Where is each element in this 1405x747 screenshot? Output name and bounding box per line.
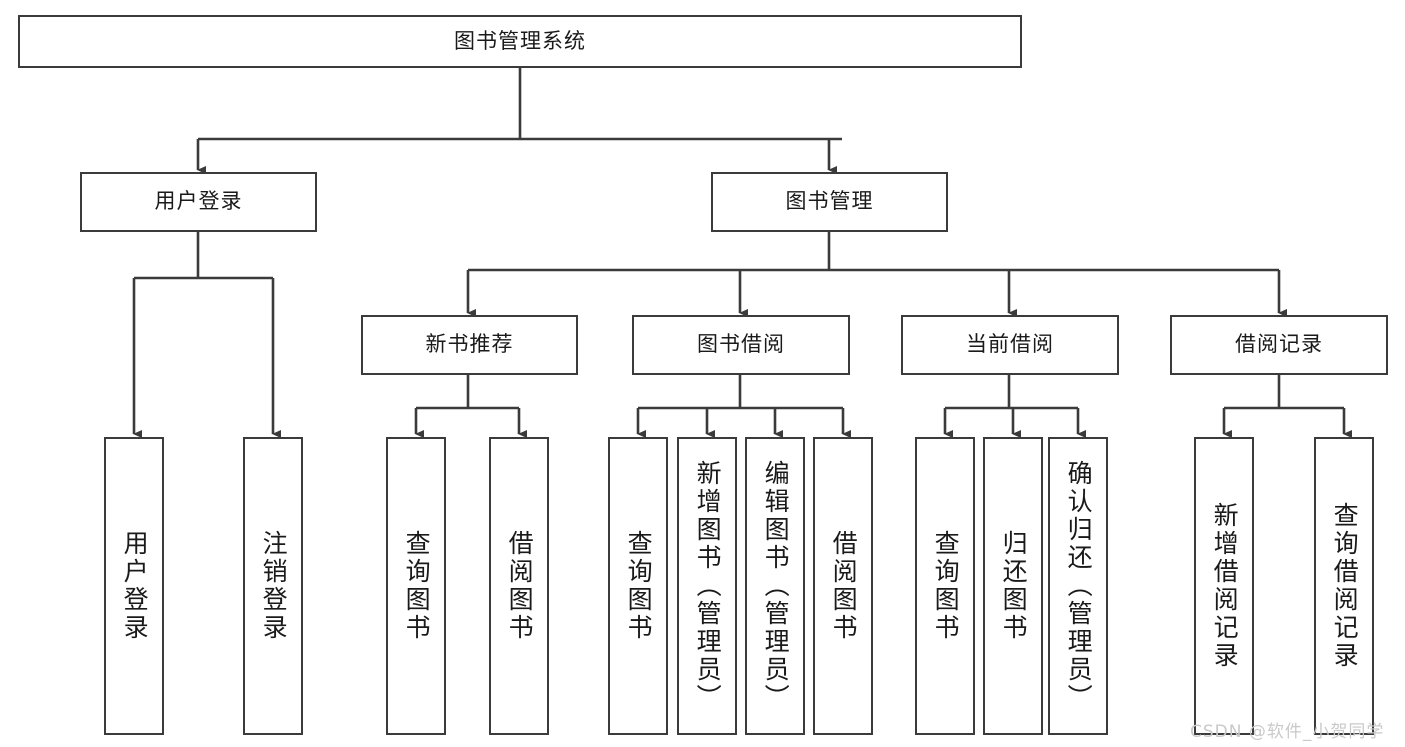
node-user-login-label: 用户登录: [154, 189, 243, 214]
leaf-new-book-1-label: 查询图书: [402, 530, 432, 642]
leaf-user-login-1-label: 用户登录: [120, 530, 150, 642]
leaf-borrow-record-1-label: 新增借阅记录: [1210, 502, 1240, 670]
leaf-new-book-2-label: 借阅图书: [505, 530, 535, 642]
leaf-book-borrow-3[interactable]: 编辑图书（管理员）: [745, 437, 805, 735]
node-borrow-record-label: 借阅记录: [1235, 332, 1323, 357]
leaf-book-borrow-2[interactable]: 新增图书（管理员）: [677, 437, 737, 735]
leaf-book-borrow-3-label: 编辑图书（管理员）: [761, 460, 791, 712]
leaf-book-borrow-1[interactable]: 查询图书: [608, 437, 668, 735]
node-user-login[interactable]: 用户登录: [80, 172, 317, 232]
leaf-borrow-record-2[interactable]: 查询借阅记录: [1314, 437, 1374, 735]
leaf-current-borrow-2-label: 归还图书: [999, 530, 1029, 642]
node-book-management[interactable]: 图书管理: [711, 172, 948, 232]
leaf-user-login-2-label: 注销登录: [259, 530, 289, 642]
leaf-borrow-record-1[interactable]: 新增借阅记录: [1194, 437, 1254, 735]
leaf-current-borrow-3-label: 确认归还（管理员）: [1064, 460, 1094, 712]
node-current-borrow-label: 当前借阅: [966, 332, 1054, 357]
node-book-borrow[interactable]: 图书借阅: [632, 315, 850, 375]
node-root[interactable]: 图书管理系统: [18, 15, 1022, 68]
leaf-book-borrow-2-label: 新增图书（管理员）: [693, 460, 723, 712]
node-book-management-label: 图书管理: [785, 189, 874, 214]
node-root-label: 图书管理系统: [454, 28, 586, 53]
node-borrow-record[interactable]: 借阅记录: [1170, 315, 1388, 375]
leaf-book-borrow-4-label: 借阅图书: [829, 530, 859, 642]
node-book-borrow-label: 图书借阅: [697, 332, 785, 357]
leaf-current-borrow-1-label: 查询图书: [931, 530, 961, 642]
leaf-new-book-1[interactable]: 查询图书: [386, 437, 446, 735]
leaf-current-borrow-1[interactable]: 查询图书: [915, 437, 975, 735]
node-current-borrow[interactable]: 当前借阅: [901, 315, 1119, 375]
node-new-book-recommend[interactable]: 新书推荐: [361, 315, 578, 375]
leaf-borrow-record-2-label: 查询借阅记录: [1330, 502, 1360, 670]
leaf-book-borrow-4[interactable]: 借阅图书: [813, 437, 873, 735]
leaf-user-login-2[interactable]: 注销登录: [243, 437, 303, 735]
leaf-user-login-1[interactable]: 用户登录: [104, 437, 164, 735]
leaf-current-borrow-3[interactable]: 确认归还（管理员）: [1048, 437, 1108, 735]
leaf-book-borrow-1-label: 查询图书: [624, 530, 654, 642]
leaf-current-borrow-2[interactable]: 归还图书: [983, 437, 1043, 735]
leaf-new-book-2[interactable]: 借阅图书: [489, 437, 549, 735]
node-new-book-recommend-label: 新书推荐: [425, 332, 514, 357]
